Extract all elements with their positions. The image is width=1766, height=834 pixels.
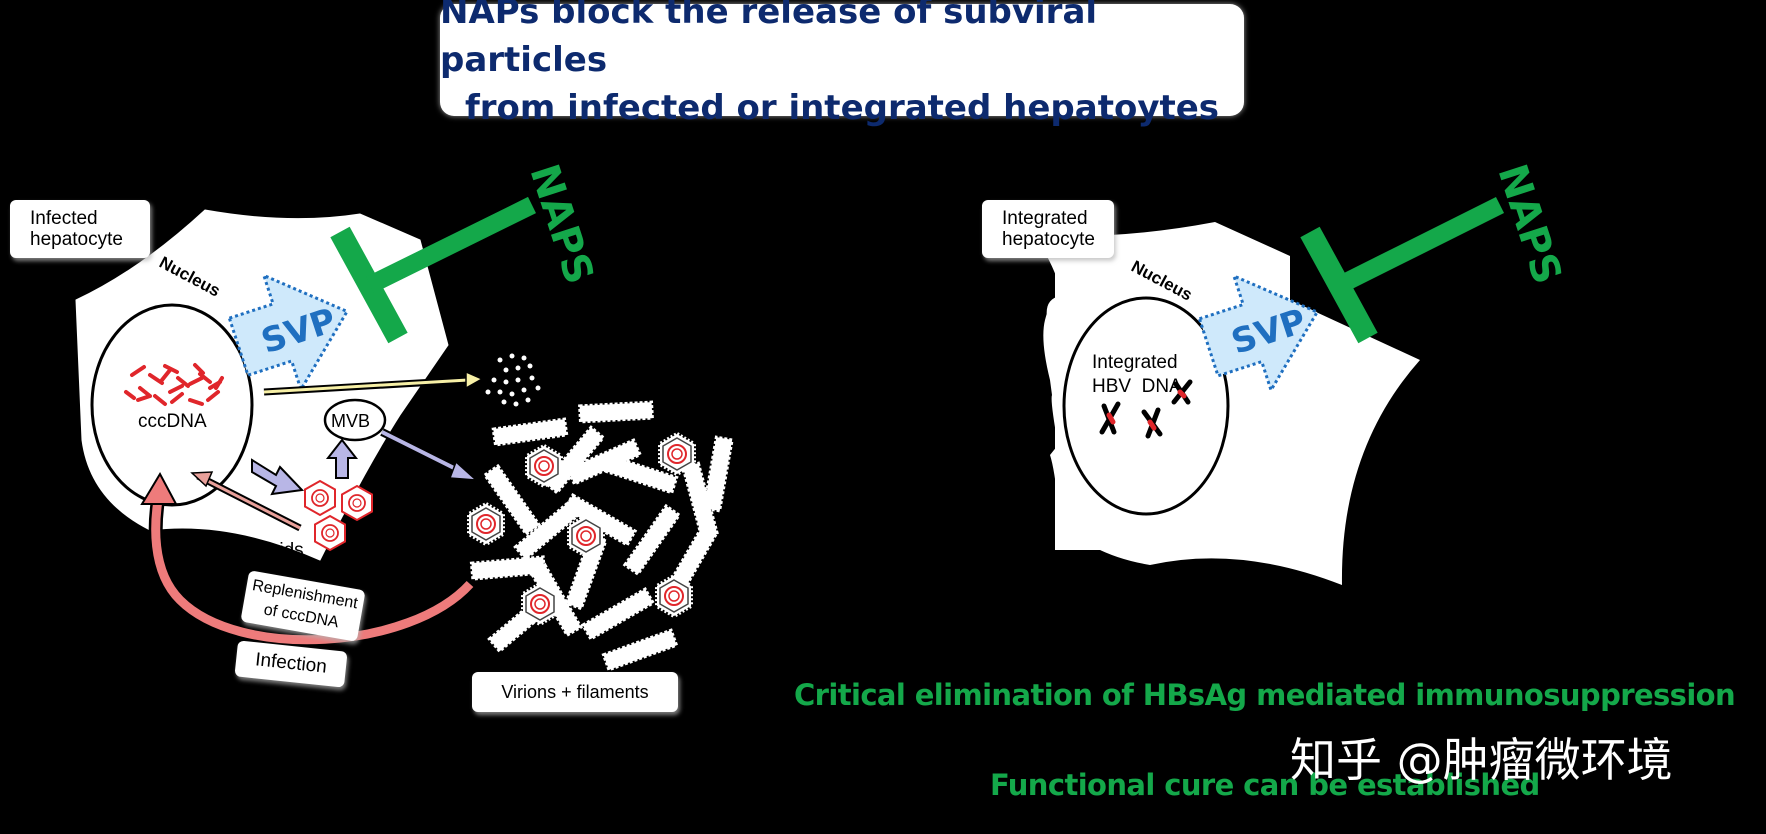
functional-cure-statement: Functional cure can be established <box>990 768 1540 802</box>
chromosome-icons <box>1099 379 1193 439</box>
title-line-1: NAPs block the release of subviral parti… <box>440 0 1098 80</box>
integrated-dna-label-line1: Integrated <box>1092 352 1178 373</box>
mvb-label: MVB <box>331 411 370 431</box>
infected-hepatocyte-label: Infected hepatocyte <box>10 200 150 258</box>
infected-hepatocyte: Nucleus cccDNA SVP NAPS MVB Capsids <box>75 159 734 672</box>
virions-and-filaments <box>467 400 734 672</box>
integrated-label-line2: hepatocyte <box>1002 229 1095 250</box>
title-line-2: from infected or integrated hepatoytes <box>464 88 1220 128</box>
cccdna-icon <box>124 363 224 406</box>
svp-arrow: SVP <box>227 272 350 394</box>
naps-blocker-left <box>330 196 536 344</box>
title-box: NAPs block the release of subviral parti… <box>440 0 1244 128</box>
integrated-dna-label-line2: HBV DNA <box>1092 376 1182 397</box>
integrated-hepatocyte: Nucleus Integrated HBV DNA SVP NAPS <box>1035 159 1570 585</box>
capsid-icon <box>314 515 346 551</box>
cccdna-label: cccDNA <box>138 411 207 432</box>
infected-label-line2: hepatocyte <box>30 229 123 250</box>
elimination-statement: Critical elimination of HBsAg mediated i… <box>794 678 1736 712</box>
naps-label-right: NAPS <box>1488 159 1570 290</box>
capsids-label: Capsids <box>235 540 304 561</box>
naps-blocker-right <box>1300 196 1505 344</box>
integrated-label-line1: Integrated <box>1002 208 1088 229</box>
integrated-hepatocyte-label: Integrated hepatocyte <box>982 200 1114 258</box>
capsid-icon <box>304 480 336 516</box>
integrated-nucleus <box>1062 296 1230 516</box>
infected-label-line1: Infected <box>30 208 98 229</box>
watermark: 知乎 @肿瘤微环境 <box>1290 733 1673 787</box>
virions-text: Virions + filaments <box>501 682 649 702</box>
capsid-icon <box>341 485 373 521</box>
virions-label: Virions + filaments <box>472 672 678 712</box>
naps-label-left: NAPS <box>520 159 602 290</box>
infected-nucleus <box>90 303 254 507</box>
capsid-to-mvb-arrow <box>325 438 359 479</box>
nucleus-to-capsid-arrow <box>251 458 305 496</box>
mvb-vesicle <box>323 398 387 442</box>
svp-particles <box>485 353 541 407</box>
